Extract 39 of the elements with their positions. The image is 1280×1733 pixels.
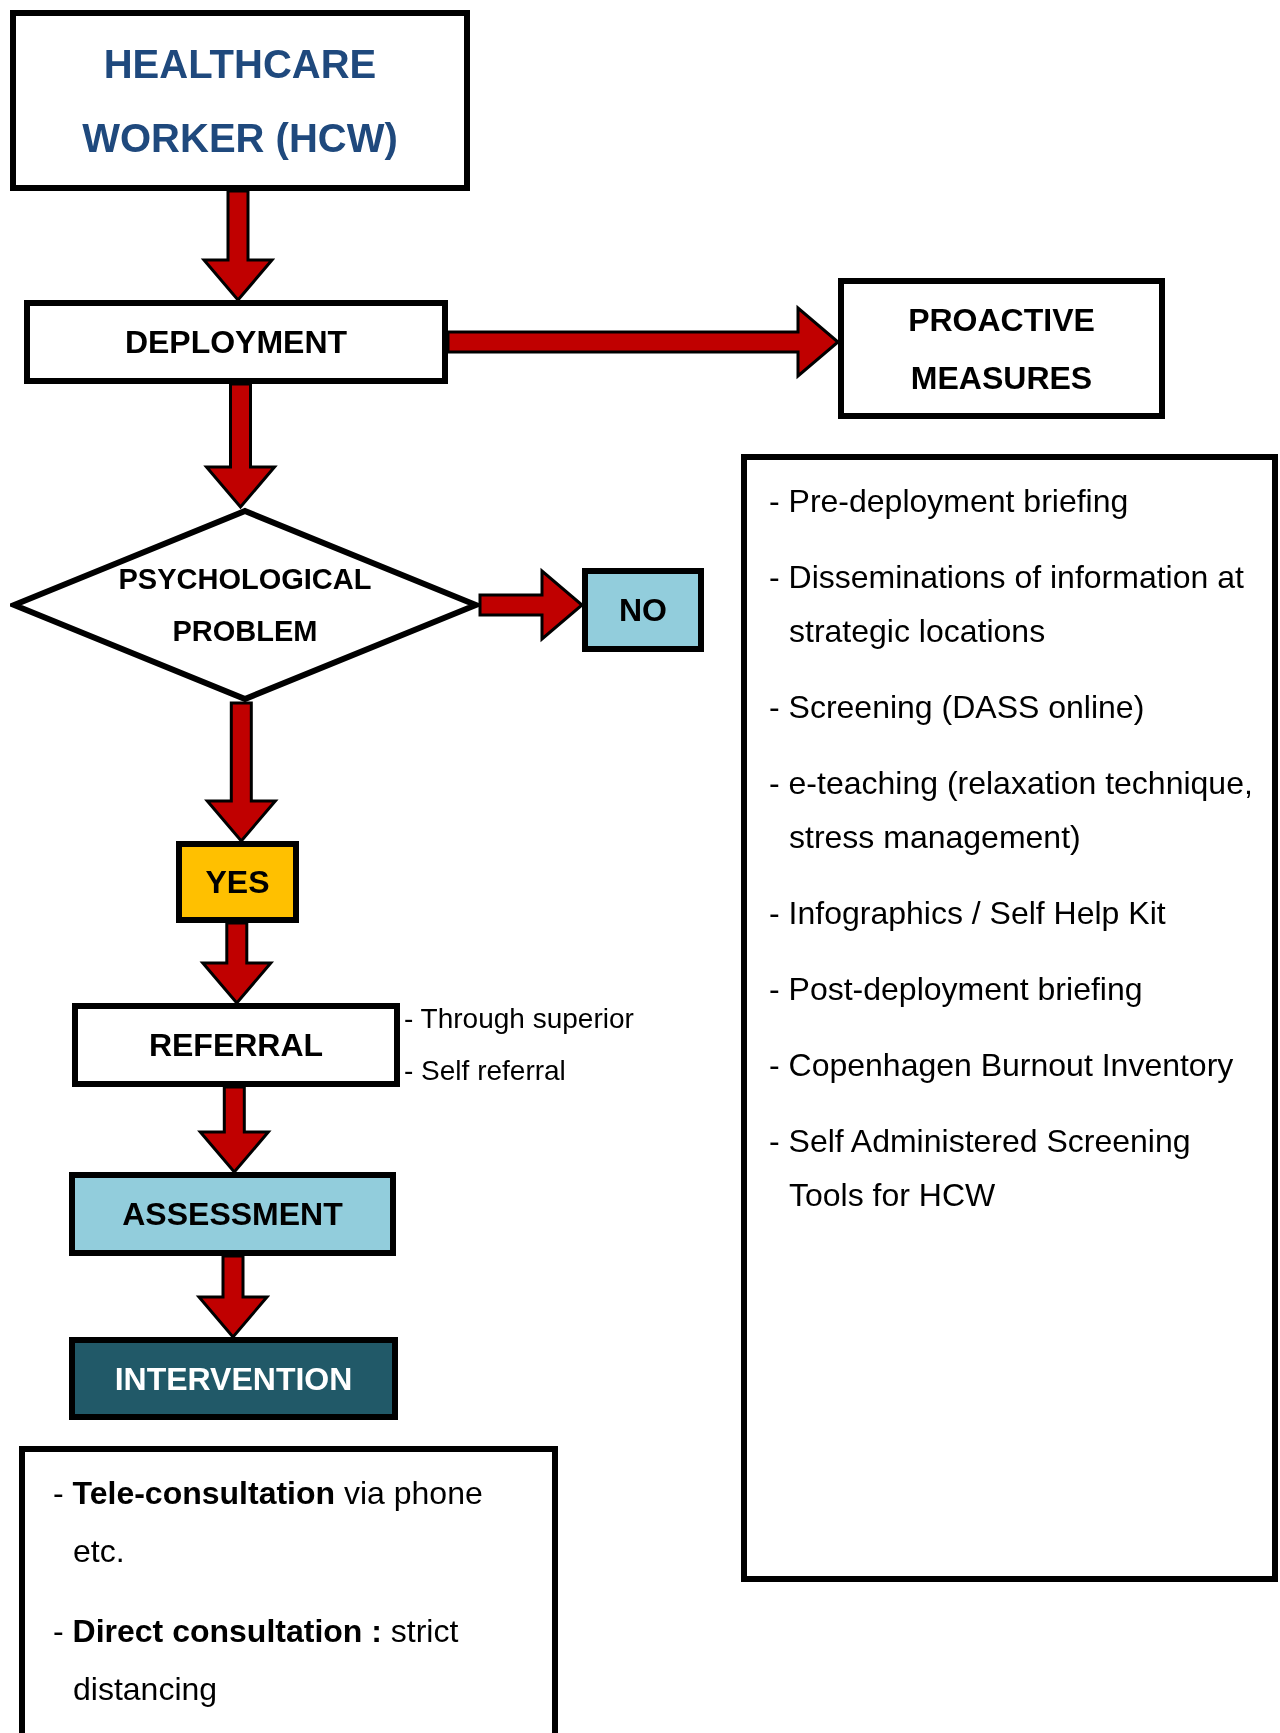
list-item: - Screening (DASS online) bbox=[769, 688, 1146, 727]
list-item: - Self Administered Screening Tools for HCW bbox=[769, 1122, 1192, 1215]
outcome-box bbox=[582, 568, 704, 652]
process-box bbox=[72, 1003, 400, 1087]
block-arrow bbox=[446, 304, 841, 380]
block-arrow bbox=[203, 382, 278, 510]
list-item: - Pre-deployment briefing bbox=[769, 482, 1130, 521]
outcome-box bbox=[176, 841, 299, 923]
side-note: - Through superior bbox=[404, 1002, 634, 1036]
node-label: NO bbox=[619, 591, 667, 630]
title-box bbox=[10, 10, 470, 191]
process-box bbox=[24, 300, 448, 384]
block-arrow bbox=[204, 701, 279, 844]
list-panel bbox=[741, 454, 1278, 1582]
node-label: INTERVENTION bbox=[114, 1359, 353, 1399]
list-item: - Direct consultation : strict distancing bbox=[52, 1612, 460, 1709]
list-item: - Disseminations of information at strategic locations bbox=[769, 558, 1245, 651]
block-arrow bbox=[197, 1085, 272, 1175]
node-label: YES bbox=[205, 863, 270, 902]
list-item: - Infographics / Self Help Kit bbox=[769, 894, 1167, 933]
list-item: - Post-deployment briefing bbox=[769, 970, 1144, 1009]
node-label: PSYCHOLOGICAL PROBLEM bbox=[117, 562, 373, 649]
block-arrow bbox=[195, 1254, 271, 1340]
block-arrow bbox=[199, 921, 275, 1006]
block-arrow bbox=[200, 189, 276, 303]
block-arrow bbox=[478, 567, 585, 643]
process-box bbox=[838, 278, 1165, 419]
list-item: - Copenhagen Burnout Inventory bbox=[769, 1046, 1235, 1085]
list-item: - e-teaching (relaxation technique, stress management) bbox=[769, 764, 1254, 857]
list-panel bbox=[19, 1446, 558, 1733]
node-label: PROACTIVE MEASURES bbox=[907, 300, 1096, 398]
node-label: DEPLOYMENT bbox=[124, 323, 348, 362]
node-label: ASSESSMENT bbox=[122, 1195, 343, 1234]
node-label: REFERRAL bbox=[148, 1026, 324, 1065]
node-label: HEALTHCARE WORKER (HCW) bbox=[81, 40, 399, 162]
process-box bbox=[69, 1172, 396, 1256]
process-box bbox=[69, 1337, 398, 1420]
list-item: - Tele-consultation via phone etc. bbox=[52, 1474, 484, 1571]
side-note: - Self referral bbox=[404, 1054, 567, 1088]
